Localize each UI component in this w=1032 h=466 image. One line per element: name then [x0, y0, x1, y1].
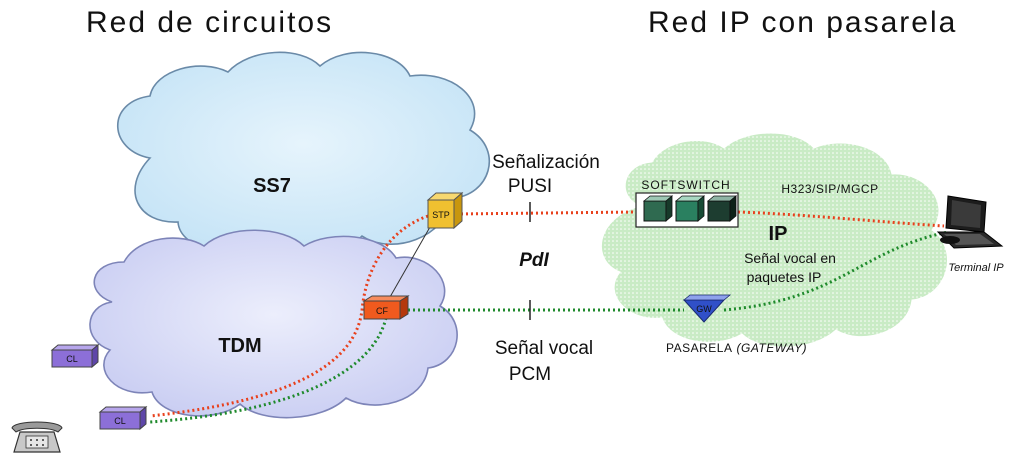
terminal-ip-label: Terminal IP: [948, 262, 1004, 274]
cl-node-bottom: CL: [98, 405, 148, 431]
left-title: Red de circuitos: [86, 6, 334, 39]
signaling-line-stp-softswitch: [455, 210, 637, 216]
gateway-node: GW: [682, 294, 732, 323]
signaling-label-line1: Señalización: [492, 152, 600, 173]
softswitch-server-2: [674, 195, 706, 222]
protocols-label: H323/SIP/MGCP: [781, 182, 878, 196]
softswitch-server-3: [706, 195, 738, 222]
signaling-label-line2: PUSI: [508, 176, 552, 197]
terminal-ip-icon: [936, 195, 1004, 249]
gw-label: GW: [696, 304, 712, 314]
voice-ip-label-line2: paquetes IP: [747, 269, 822, 285]
cl-bottom-label: CL: [114, 416, 126, 426]
pdi-label: PdI: [519, 250, 549, 271]
cl-top-label: CL: [66, 354, 78, 364]
cf-label: CF: [376, 306, 388, 316]
tdm-label: TDM: [218, 335, 261, 357]
signaling-line-stp-cl: [149, 214, 429, 418]
softswitch-node: SOFTSWITCH: [635, 178, 739, 228]
stp-cf-link: [385, 219, 435, 305]
voice-ip-label-line1: Señal vocal en: [744, 250, 836, 266]
cl-node-top: CL: [50, 343, 100, 369]
voice-paths: [149, 230, 949, 424]
ip-label: IP: [769, 223, 788, 245]
cf-node: CF: [362, 295, 410, 320]
stp-label: STP: [432, 210, 450, 220]
right-title: Red IP con pasarela: [648, 6, 958, 39]
softswitch-label: SOFTSWITCH: [641, 178, 730, 192]
telephone-icon: [11, 421, 63, 453]
voice-pcm-label-line1: Señal vocal: [495, 338, 593, 359]
ss7-label: SS7: [253, 175, 291, 197]
tdm-cloud: TDM: [89, 229, 458, 419]
softswitch-server-1: [642, 195, 674, 222]
stp-node: STP: [426, 191, 464, 230]
gateway-label: PASARELA (GATEWAY): [666, 341, 807, 355]
signaling-paths: [149, 210, 945, 418]
gateway-label-italic: (GATEWAY): [736, 341, 807, 355]
ip-cloud: IP Señal vocal en paquetes IP: [601, 132, 948, 348]
voice-pcm-label-line2: PCM: [509, 364, 551, 385]
voice-line-gw-terminal: [723, 230, 949, 312]
gateway-label-main: PASARELA: [666, 341, 732, 355]
